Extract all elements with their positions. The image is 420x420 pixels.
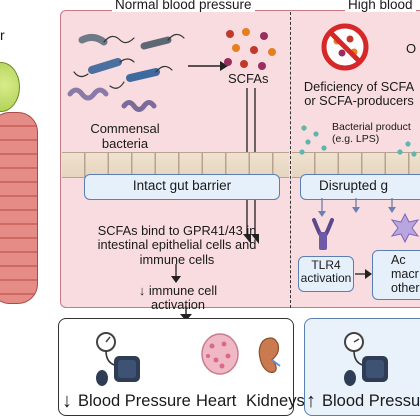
tlr4-box: TLR4 activation (298, 256, 354, 292)
arrow-to-macrophage (355, 269, 372, 279)
immune-activation-text: ↓ immune cell activation (138, 283, 218, 313)
outcomes-normal-box (58, 318, 294, 416)
disrupted-barrier-label: Disrupted g (319, 178, 389, 193)
commensal-bacteria-illustration (67, 33, 185, 112)
bp-up-arrow: ↑ (306, 390, 316, 412)
lps-particles (299, 125, 417, 157)
gut-epithelium-normal (62, 152, 289, 178)
bacterium-flagellum (167, 33, 185, 41)
stomach-illustration (0, 62, 20, 112)
intestine-illustration (0, 112, 38, 304)
macrophage-icon (390, 212, 420, 244)
high-header: High blood (345, 0, 416, 13)
intact-barrier-label: Intact gut barrier (132, 178, 232, 193)
arrow-to-scfas (188, 61, 228, 71)
macrophage-box: Ac macr other (372, 250, 420, 300)
bacterium-rod (126, 68, 160, 82)
section-divider (290, 12, 291, 308)
bp-normal-label: Blood Pressure (78, 392, 191, 410)
bacterium-flagellum (103, 35, 135, 44)
kidneys-label: Kidneys (246, 392, 305, 410)
scfa-label: SCFAs (228, 71, 269, 86)
bacterium-rod (88, 58, 122, 74)
arrow-to-immune (171, 264, 181, 283)
bacterium-flagellum (109, 65, 173, 89)
bacterium-flagellum (73, 58, 135, 78)
gpr-binding-text: SCFAs bind to GPR41/43 in intestinal epi… (97, 223, 257, 267)
high-partial-right: O (406, 41, 417, 56)
scfa-molecules-icon (224, 28, 276, 70)
disrupted-barrier-box: Disrupted g (300, 174, 420, 200)
commensal-label: Commensal bacteria (90, 121, 160, 151)
deficiency-text: Deficiency of SCFA or SCFA-producers (303, 79, 415, 109)
bacterium-rod (78, 33, 108, 46)
intact-barrier-box: Intact gut barrier (84, 174, 280, 200)
heart-label: Heart (196, 392, 237, 410)
blood-pressure-cuff-icon-high (344, 332, 388, 386)
heart-tissue-icon (201, 333, 239, 375)
left-partial-label: r (0, 27, 5, 43)
tlr4-receptor-icon (312, 218, 334, 250)
prohibition-icon (321, 23, 369, 71)
normal-header: Normal blood pressure (112, 0, 255, 13)
kidney-icon (258, 337, 281, 373)
blood-pressure-cuff-icon (96, 332, 140, 386)
bacterial-products-text: Bacterial product (e.g. LPS) (332, 121, 411, 145)
bp-down-arrow: ↓ (62, 390, 72, 412)
leak-arrows (318, 198, 396, 217)
bacterium-spiral (121, 100, 157, 112)
arrow-to-outcomes-normal (180, 306, 192, 321)
bacterium-spiral (67, 87, 109, 101)
bp-high-label: Blood Pressure (322, 392, 420, 410)
bacterium-rod (140, 36, 172, 50)
